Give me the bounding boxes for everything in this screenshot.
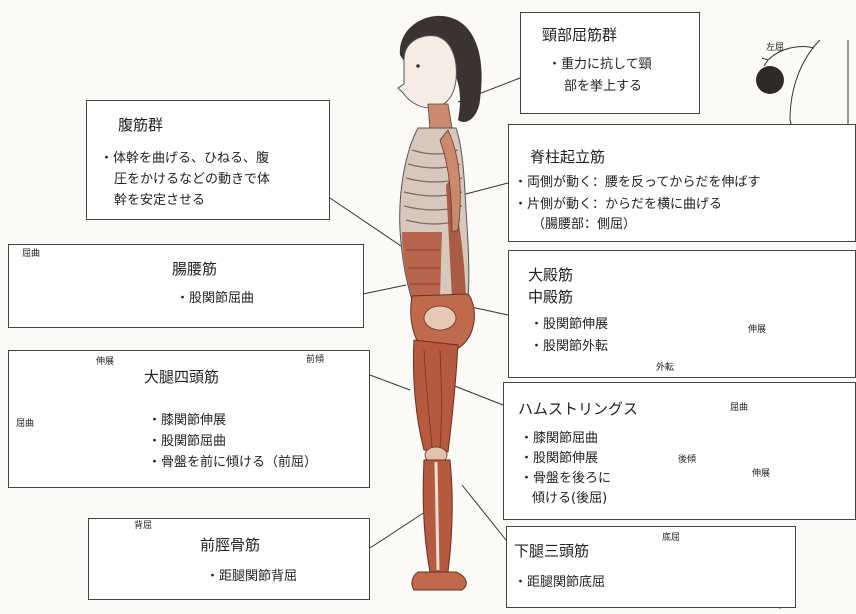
neck-flexor-line-2: 部を挙上する [564, 79, 643, 94]
gluteus-label-abduction: 外転 [656, 363, 675, 373]
gluteus-line-2: ・股関節外転 [530, 339, 609, 354]
erector-spinae-title: 脊柱起立筋 [530, 148, 606, 166]
hamstrings-title: ハムストリングス [518, 400, 639, 418]
human-figure [397, 15, 482, 591]
quadriceps-line-2: ・股関節屈曲 [148, 434, 227, 449]
triceps-surae-arrow-label: 底屈 [662, 533, 681, 543]
abdominal-box [86, 100, 330, 220]
triceps-surae-title: 下腿三頭筋 [514, 542, 590, 560]
quadriceps-line-1: ・膝関節伸展 [148, 413, 227, 428]
tibialis-anterior-title: 前脛骨筋 [200, 536, 261, 554]
neck-flexor-title: 頸部屈筋群 [542, 26, 618, 44]
hamstrings-label-flexion: 屈曲 [730, 403, 749, 413]
gluteus-line-1: ・股関節伸展 [530, 317, 609, 332]
gluteus-box [508, 250, 856, 378]
abdominal-line-3: 幹を安定させる [114, 193, 206, 208]
hamstrings-label-extension: 伸展 [752, 469, 771, 479]
tibialis-anterior-arrow-label: 背屈 [134, 521, 153, 531]
neck-flexor-box [520, 12, 700, 114]
tibialis-anterior-box [88, 518, 370, 600]
tibialis-anterior-line-1: ・距腿関節背屈 [206, 569, 298, 584]
triceps-surae-box [506, 526, 796, 608]
iliopsoas-arrow-label: 屈曲 [22, 249, 41, 259]
quadriceps-line-3: ・骨盤を前に傾ける（前屈） [148, 455, 318, 470]
iliopsoas-box [8, 244, 364, 328]
erector-spinae-box [508, 124, 856, 242]
gluteus-maximus-title: 大殿筋 [528, 266, 574, 284]
abdominal-line-2: 圧をかけるなどの動きで体 [114, 172, 271, 187]
triceps-surae-line-1: ・距腿関節底屈 [514, 575, 606, 590]
neck-flexor-line-1: ・重力に抗して頸 [548, 57, 652, 72]
iliopsoas-title: 腸腰筋 [172, 260, 218, 278]
hamstrings-line-3: ・骨盤を後ろに [520, 471, 612, 486]
hamstrings-label-tilt: 後傾 [678, 455, 697, 465]
neck-flexor-arrow-label: 左屈 [766, 43, 785, 53]
erector-spinae-line-3: （腸腰部：側屈） [532, 217, 637, 232]
hamstrings-line-2: ・股関節伸展 [520, 451, 599, 466]
quadriceps-title: 大腿四頭筋 [144, 368, 220, 386]
gluteus-medius-title: 中殿筋 [528, 288, 574, 306]
hamstrings-line-1: ・膝関節屈曲 [520, 431, 599, 446]
quadriceps-box [8, 350, 370, 488]
abdominal-title: 腹筋群 [118, 116, 164, 134]
erector-spinae-line-1: ・両側が動く：腰を反ってからだを伸ばす [514, 175, 761, 190]
abdominal-line-1: ・体幹を曲げる、ひねる、腹 [100, 151, 270, 166]
quadriceps-label-extension: 伸展 [96, 357, 115, 367]
hamstrings-line-4: 傾ける(後屈) [532, 491, 608, 506]
quadriceps-label-flexion: 屈曲 [16, 419, 35, 429]
iliopsoas-line-1: ・股関節屈曲 [176, 291, 255, 306]
gluteus-label-extension: 伸展 [748, 325, 767, 335]
erector-spinae-line-2: ・片側が動く：からだを横に曲げる [514, 197, 723, 212]
quadriceps-label-tilt: 前傾 [306, 355, 325, 365]
